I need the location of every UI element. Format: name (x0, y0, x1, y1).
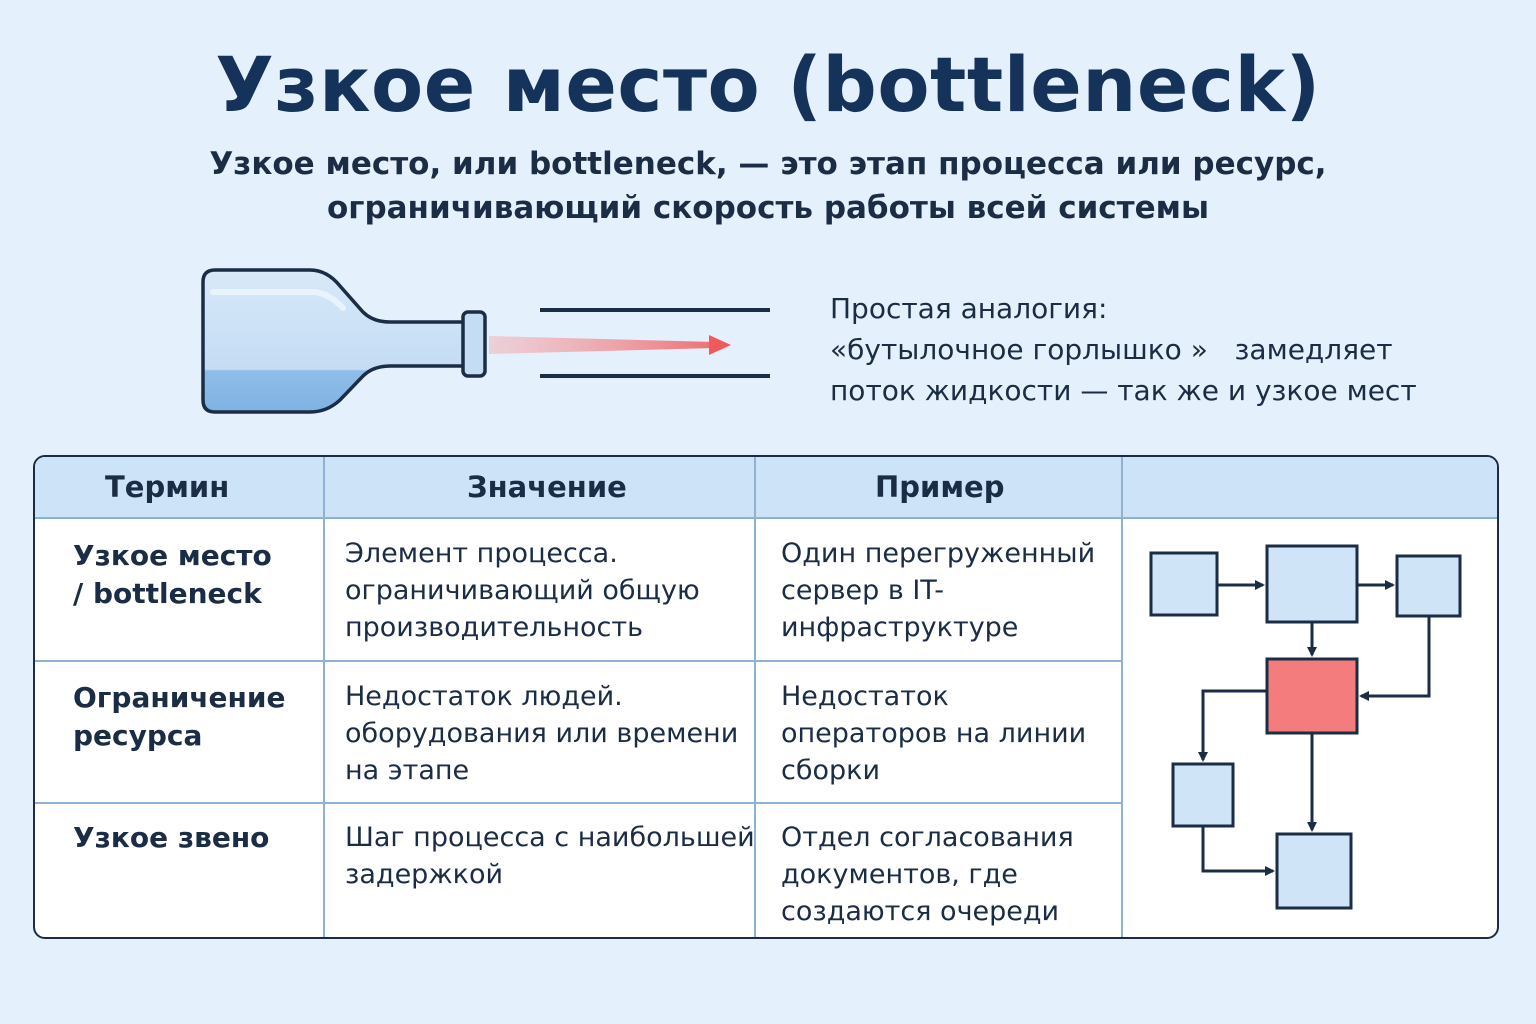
analogy-line-1: Простая аналогия: (830, 292, 1108, 325)
header-term: Термин (105, 470, 230, 504)
table-row-1-example: Один перегруженный сервер в IT- инфрастр… (781, 538, 1096, 643)
column-divider (323, 457, 325, 937)
table-row-2-term: Ограничение ресурса (73, 681, 286, 752)
subtitle-line-1: Узкое место, или bottleneck, — это этап … (209, 146, 1327, 182)
header-meaning: Значение (467, 470, 627, 504)
process-box (1275, 832, 1353, 910)
red-arrow-icon (489, 335, 731, 355)
page-title: Узкое место (bottleneck) (215, 40, 1321, 129)
table-row-3-meaning: Шаг процесса с наибольшей задержкой (345, 822, 755, 890)
table-row-3-term: Узкое звено (73, 821, 270, 854)
column-divider (754, 457, 756, 937)
column-divider (1121, 457, 1123, 937)
terms-table: Термин Значение Пример Узкое место / bot… (33, 455, 1499, 939)
process-box (1265, 544, 1359, 624)
table-row-2-meaning: Недостаток людей. оборудования или време… (345, 681, 739, 786)
table-row-2-example: Недостаток операторов на линии сборки (781, 681, 1087, 786)
bottle-icon (201, 268, 487, 414)
subtitle-line-2: ограничивающий скорость работы всей сист… (326, 190, 1210, 226)
analogy-text: Простая аналогия: «бутылочное горлышко »… (830, 288, 1470, 411)
table-row-3-example: Отдел согласования документов, где созда… (781, 822, 1074, 927)
flow-arrow (1201, 826, 1275, 876)
process-box (1395, 554, 1462, 618)
flow-arrow (1359, 616, 1431, 701)
table-row-1-meaning: Элемент процесса. ограничивающий общую п… (345, 538, 700, 643)
bottle-illustration (201, 268, 770, 414)
process-box (1171, 762, 1235, 828)
table-header: Термин Значение Пример (35, 457, 1497, 519)
process-box (1149, 551, 1219, 617)
analogy-line-2: «бутылочное горлышко » замедляет (830, 333, 1393, 366)
analogy-line-3: поток жидкости — так же и узкое мест (830, 374, 1417, 407)
process-flow-diagram (1149, 544, 1462, 910)
row-divider (35, 660, 1122, 662)
bottleneck-box (1265, 657, 1359, 735)
flow-arrow (1198, 689, 1267, 762)
page-subtitle: Узкое место, или bottleneck, — это этап … (168, 142, 1368, 230)
header-example: Пример (875, 470, 1005, 504)
table-row-1-term: Узкое место / bottleneck (73, 539, 272, 610)
row-divider (35, 802, 1122, 804)
